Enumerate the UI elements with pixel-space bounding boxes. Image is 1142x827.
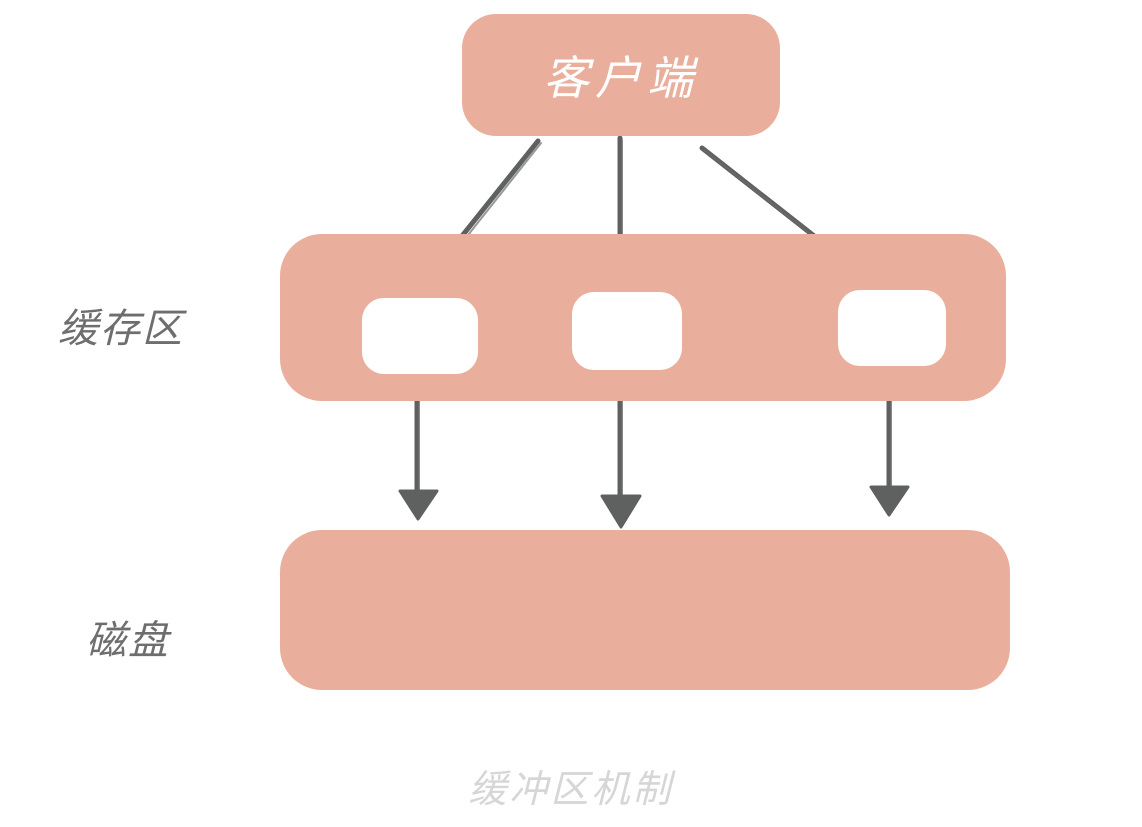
- buffer-slot-1: [362, 298, 478, 374]
- buffer-slot-2: [572, 292, 682, 370]
- cache-area-label: 缓存区: [58, 306, 184, 352]
- diagram-caption: 缓冲区机制: [468, 767, 674, 811]
- client-label: 客户端: [543, 51, 699, 105]
- buffer-slot-3: [838, 290, 946, 366]
- disk-band: [280, 530, 1010, 690]
- disk-label: 磁盘: [86, 618, 170, 664]
- client-box: [462, 14, 780, 136]
